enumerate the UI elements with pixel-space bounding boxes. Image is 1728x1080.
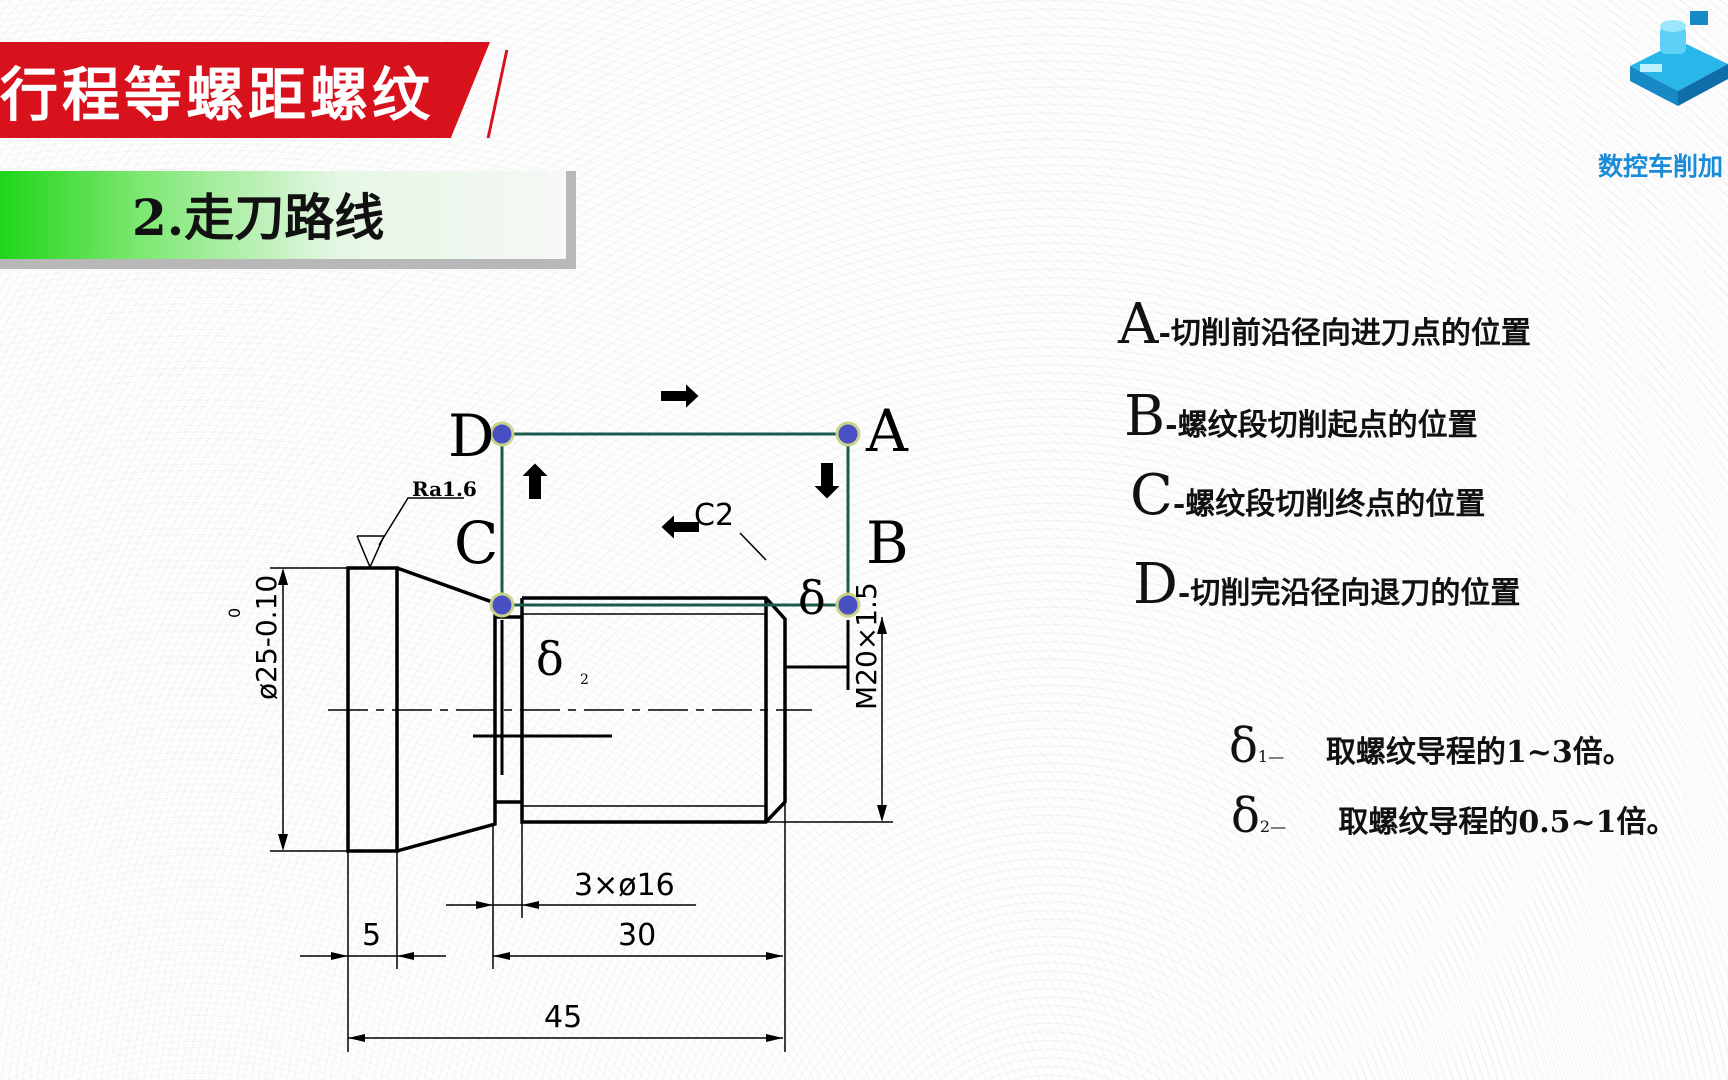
delta-symbol: δ (1231, 788, 1260, 844)
delta2-sub: 2 (580, 672, 589, 688)
legend-item-b: B-螺纹段切削起点的位置 (1124, 384, 1478, 449)
label-d: D (448, 402, 495, 470)
diameter-tolerance-upper: 0 (225, 608, 244, 618)
label-b: B (866, 509, 909, 577)
label-c: C (454, 509, 498, 577)
dimension-arrowheads (278, 568, 887, 1042)
arrow-left-icon (658, 510, 701, 544)
delta2-label: δ (536, 632, 564, 686)
cnc-lathe-logo-icon (1630, 11, 1728, 106)
dim-30: 30 (618, 918, 656, 953)
page-title: 行程等螺距螺纹 (0, 61, 435, 129)
legend-text: -切削前沿径向进刀点的位置 (1158, 316, 1531, 351)
arrow-down-icon (809, 461, 845, 502)
dimension-lines (270, 497, 893, 1052)
arrow-up-icon (517, 460, 553, 501)
delta-sub: 2 (1259, 817, 1271, 836)
point-b (835, 592, 861, 618)
legend-letter: B (1124, 384, 1166, 449)
delta1-label: δ (798, 571, 826, 625)
arrow-right-icon (659, 379, 702, 413)
point-d (489, 421, 515, 447)
legend-text: -螺纹段切削终点的位置 (1172, 487, 1486, 522)
legend-item-d: D-切削完沿径向退刀的位置 (1133, 552, 1520, 617)
section-banner (0, 171, 576, 269)
dash: — (1270, 817, 1287, 836)
note-delta2: δ2— 取螺纹导程的0.5~1倍。 (1231, 788, 1677, 844)
point-a (835, 421, 861, 447)
dim-45: 45 (544, 1000, 582, 1035)
chamfer-label: C2 (694, 498, 734, 533)
logo-text: 数控车削加 (1598, 152, 1724, 181)
label-a: A (865, 397, 909, 465)
groove-label: 3×ø16 (574, 868, 675, 903)
title-banner (0, 42, 490, 138)
thread-label: M20×1.5 (850, 582, 883, 710)
legend-letter: C (1130, 463, 1173, 528)
legend-text: -切削完沿径向退刀的位置 (1177, 576, 1521, 611)
delta-markers (473, 620, 850, 775)
diameter-label: ø25-0.10 (250, 575, 283, 700)
legend-item-c: C-螺纹段切削终点的位置 (1130, 463, 1485, 528)
legend-letter: D (1133, 552, 1178, 617)
path-direction-arrows (517, 379, 845, 544)
note-delta1: δ1— 取螺纹导程的1~3倍。 (1229, 718, 1633, 774)
section-title: 2.走刀路线 (132, 188, 385, 247)
dim-5: 5 (362, 918, 381, 953)
legend-text: -螺纹段切削起点的位置 (1165, 408, 1478, 443)
legend-item-a: A-切削前沿径向进刀点的位置 (1118, 292, 1531, 357)
roughness-label: Ra1.6 (412, 477, 477, 501)
note-text: 取螺纹导程的0.5~1倍。 (1338, 805, 1677, 840)
dash: — (1268, 747, 1285, 766)
legend-letter: A (1118, 292, 1159, 357)
delta-sub: 1 (1257, 747, 1269, 766)
point-c (489, 592, 515, 618)
delta-symbol: δ (1229, 718, 1258, 774)
note-text: 取螺纹导程的1~3倍。 (1325, 735, 1633, 770)
path-points (489, 421, 861, 618)
